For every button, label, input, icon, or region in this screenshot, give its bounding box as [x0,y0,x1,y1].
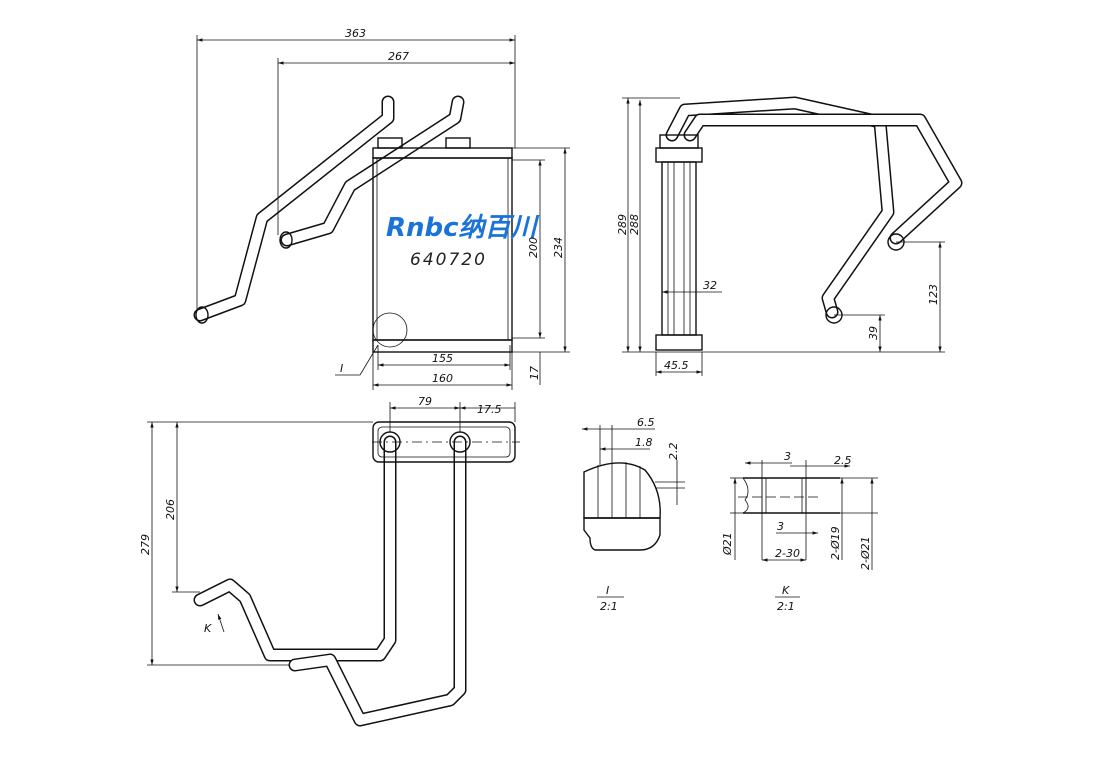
detail-i: 6.5 1.8 2.2 I 2:1 [582,416,685,613]
dim-17: 17 [528,366,541,380]
dim-2-dia-19: 2-Ø19 [829,526,842,560]
dim-234: 234 [552,237,565,258]
dim-bead-3a: 3 [784,450,791,463]
side-view: 289 288 32 45.5 123 39 [616,96,963,376]
detail-k-label: K [782,584,790,597]
dim-363: 363 [345,27,366,40]
dim-6-5: 6.5 [637,416,655,429]
detail-i-scale: 2:1 [600,600,618,613]
detail-i-label: I [606,584,609,597]
dim-200: 200 [527,237,540,258]
dim-32: 32 [703,279,717,292]
dim-17-5: 17.5 [477,403,502,416]
bottom-view: 79 17.5 206 279 K [139,395,520,727]
dim-289: 289 [616,214,629,235]
dim-279: 279 [139,534,152,555]
view-k-marker: K [204,622,212,635]
dim-2-30: 2-30 [775,547,800,560]
detail-i-marker: I [340,362,343,375]
dim-bead-2-5: 2.5 [834,454,852,467]
detail-k-scale: 2:1 [777,600,795,613]
dim-1-8: 1.8 [635,436,653,449]
dim-bead-3b: 3 [777,520,784,533]
dim-dia-21: Ø21 [721,532,734,556]
part-number: 640720 [410,250,487,270]
front-view: Rnbc纳百川 640720 363 267 200 234 155 160 1… [193,27,570,390]
dim-206: 206 [164,499,177,520]
dim-123: 123 [927,284,940,305]
detail-k: 3 2.5 3 2-30 Ø21 2-Ø19 2-Ø21 K 2:1 [721,450,878,613]
dim-267: 267 [388,50,409,63]
dim-288: 288 [628,214,641,235]
dim-2-2: 2.2 [667,443,680,461]
dim-160: 160 [432,372,453,385]
dim-79: 79 [418,395,432,408]
brand-logo: Rnbc纳百川 [386,213,540,243]
dim-45-5: 45.5 [664,359,689,372]
dim-155: 155 [432,352,453,365]
dim-2-dia-21: 2-Ø21 [859,536,872,570]
dim-39: 39 [867,326,880,340]
